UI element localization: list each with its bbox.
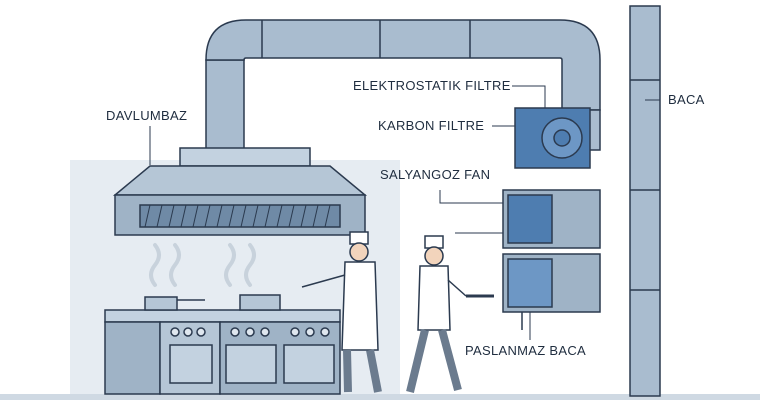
range-hood [112,147,368,236]
leader-lines [149,85,660,340]
label-davlumbaz: DAVLUMBAZ [106,108,188,123]
label-baca: BACA [668,92,705,107]
label-paslanmaz-baca: PASLANMAZ BACA [465,343,586,358]
label-elektrostatik-filtre: ELEKTROSTATIK FILTRE [353,78,511,93]
stove [104,294,341,395]
filter-units [502,107,601,330]
label-salyangoz-fan: SALYANGOZ FAN [380,167,491,182]
cook-right [406,235,494,393]
cook-left [301,231,382,393]
label-karbon-filtre: KARBON FILTRE [378,118,485,133]
chimney-stack [629,5,661,397]
steam [149,243,256,287]
floor-line [0,394,760,400]
